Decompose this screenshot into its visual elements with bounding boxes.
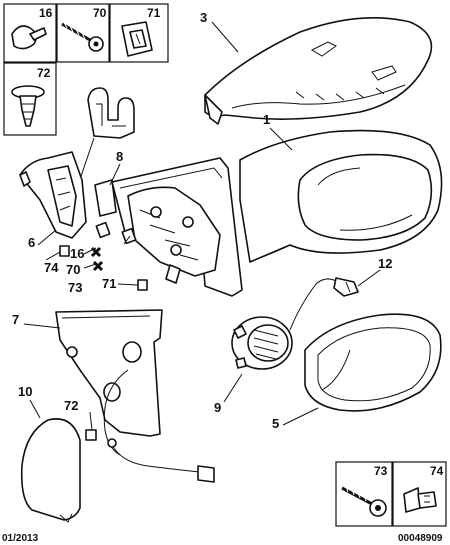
backing-plate-7 bbox=[55, 309, 163, 456]
seal-8 bbox=[94, 179, 117, 217]
callout-1: 1 bbox=[263, 112, 270, 127]
legend-box-70: 70 bbox=[56, 3, 110, 63]
plate-cable bbox=[107, 438, 215, 483]
legend-box-74: 74 bbox=[392, 461, 447, 527]
legend-box-72: 72 bbox=[3, 62, 57, 136]
lower-shell-10 bbox=[20, 418, 81, 523]
callout-74: 74 bbox=[44, 260, 59, 275]
motor-9 bbox=[231, 316, 293, 370]
leader-lines bbox=[23, 21, 381, 431]
screw-73-icon bbox=[341, 485, 387, 517]
svg-text:74: 74 bbox=[430, 464, 444, 478]
svg-text:70: 70 bbox=[93, 6, 107, 20]
footer-ref: 00048909 bbox=[398, 533, 443, 544]
legend-box-71: 71 bbox=[109, 3, 169, 63]
callout-12: 12 bbox=[378, 256, 392, 271]
callout-71: 71 bbox=[102, 276, 116, 291]
clip-72-icon bbox=[11, 85, 45, 127]
small-parts-cluster bbox=[59, 221, 148, 441]
svg-text:71: 71 bbox=[147, 6, 161, 20]
clip-16-icon bbox=[11, 25, 47, 50]
footer-date: 01/2013 bbox=[2, 533, 39, 544]
svg-text:16: 16 bbox=[39, 6, 53, 20]
callout-16: 16 bbox=[70, 246, 84, 261]
nut-71-icon bbox=[121, 21, 153, 57]
callout-labels: 3 1 8 12 7 9 5 6 74 16 70 73 71 72 10 bbox=[12, 10, 392, 431]
callout-3: 3 bbox=[200, 10, 207, 25]
callout-9: 9 bbox=[214, 400, 221, 415]
callout-5: 5 bbox=[272, 416, 279, 431]
callout-73: 73 bbox=[68, 280, 82, 295]
cable-connector-12 bbox=[289, 277, 359, 331]
inner-trim-6 bbox=[19, 151, 87, 239]
svg-text:73: 73 bbox=[374, 464, 388, 478]
svg-text:72: 72 bbox=[37, 66, 51, 80]
callout-10: 10 bbox=[18, 384, 32, 399]
legend-box-16: 16 bbox=[3, 3, 57, 63]
callout-7: 7 bbox=[12, 312, 19, 327]
mirror-glass-5 bbox=[304, 313, 442, 412]
callout-8: 8 bbox=[116, 149, 123, 164]
screw-70-icon bbox=[61, 21, 104, 52]
callout-70: 70 bbox=[66, 262, 80, 277]
seal-profile-detail bbox=[77, 87, 135, 186]
mirror-base bbox=[111, 157, 243, 297]
mirror-cover-3 bbox=[204, 16, 433, 125]
legend-box-73: 73 bbox=[335, 461, 393, 527]
callout-6: 6 bbox=[28, 235, 35, 250]
callout-72: 72 bbox=[64, 398, 78, 413]
clip-74-icon bbox=[403, 487, 437, 513]
mirror-assembly-1 bbox=[239, 129, 443, 263]
